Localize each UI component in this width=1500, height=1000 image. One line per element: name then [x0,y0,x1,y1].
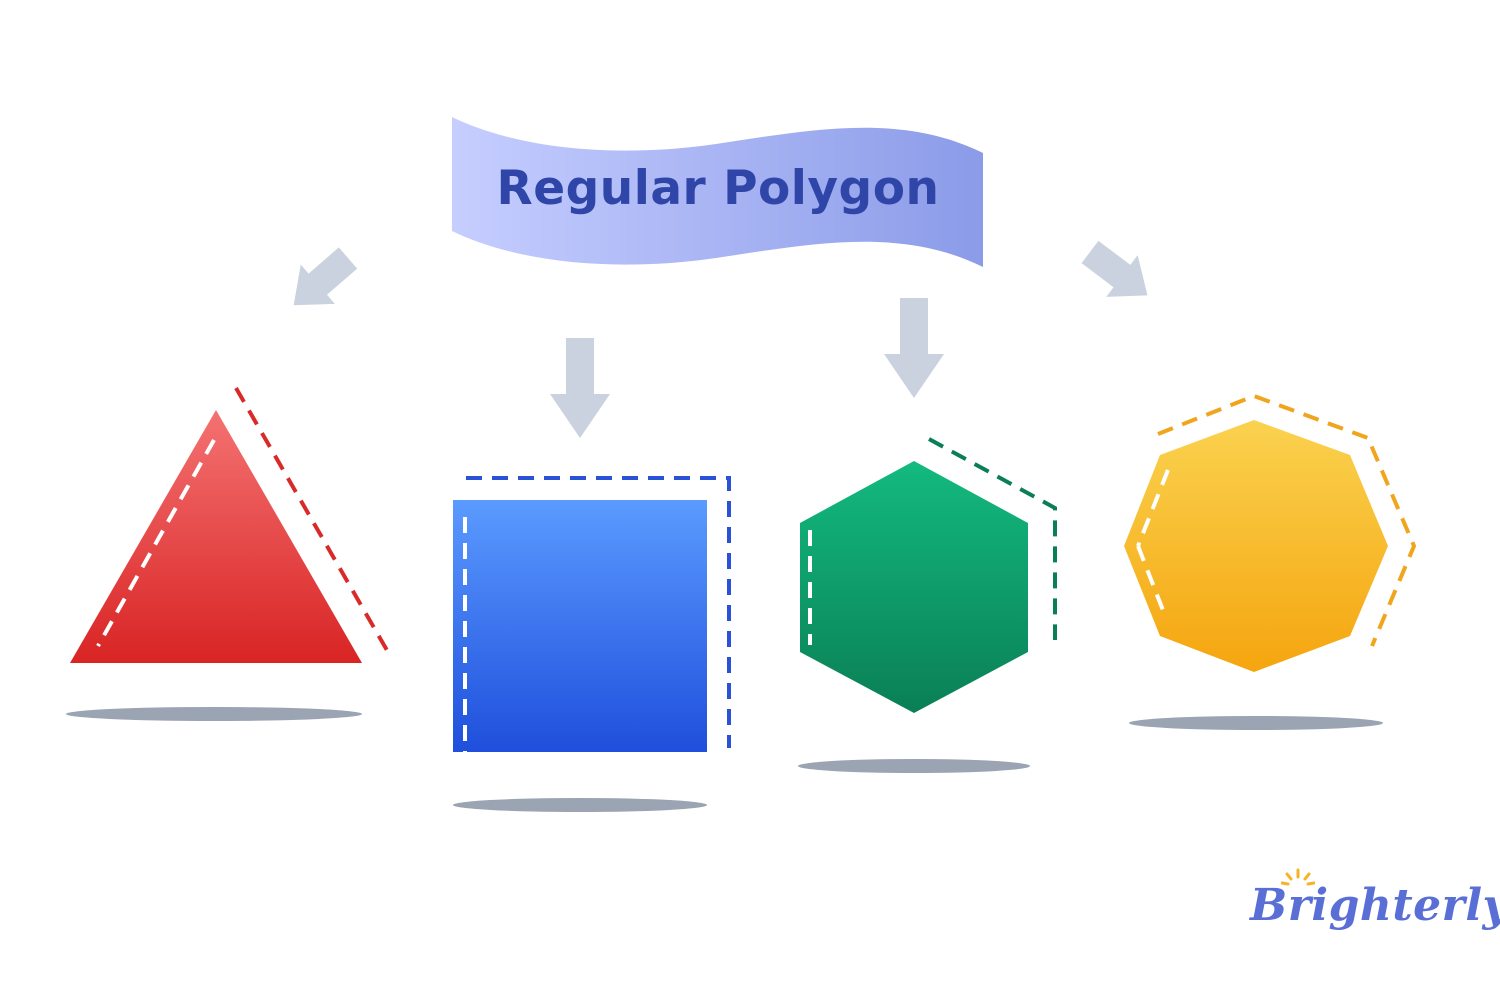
octagon-side-mark [1157,393,1417,647]
triangle-shape [70,410,362,663]
arrow-icon [293,247,358,306]
arrow-icon [1081,240,1148,297]
hexagon-shape [800,461,1028,713]
arrow-icon [884,298,944,398]
hexagon-shadow [798,759,1030,773]
triangle-shadow [66,707,362,721]
brand-logo: Brighterly [1250,880,1500,931]
title-banner [452,117,983,267]
octagon-shadow [1129,716,1383,730]
arrow-icon [550,338,610,438]
triangle-side-mark-inner [96,439,216,647]
page-title: Regular Polygon [496,160,940,216]
octagon-side-mark-inner [1136,469,1170,547]
hexagon-side-mark [928,437,1057,640]
square-side-mark [466,476,731,748]
square-shape [453,500,707,752]
octagon-side-mark-inner [1136,545,1168,619]
sun-icon [1281,868,1315,886]
octagon-shape [1124,420,1388,672]
square-shadow [453,798,707,812]
